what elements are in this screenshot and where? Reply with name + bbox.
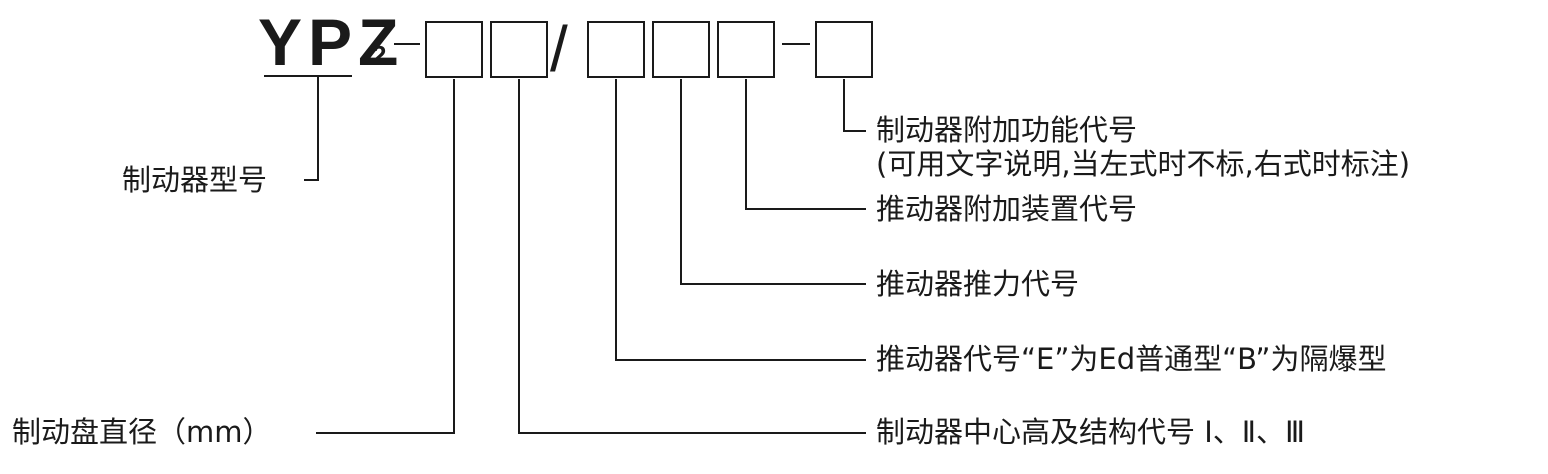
model-prefix: YPZ	[258, 5, 405, 79]
leader-pusher-type	[615, 79, 866, 361]
code-box-pusher-device	[717, 21, 775, 78]
label-pusher-device: 推动器附加装置代号	[876, 192, 1138, 226]
leader-thrust	[680, 79, 866, 285]
leader-brake-model	[304, 76, 319, 181]
leader-disc-diameter	[316, 79, 455, 434]
leader-extra-function	[843, 79, 866, 132]
model-subscript: 2	[372, 40, 387, 70]
label-center-height: 制动器中心高及结构代号 Ⅰ、Ⅱ、Ⅲ	[876, 415, 1306, 449]
label-extra-function-note: (可用文字说明,当左式时不标,右式时标注)	[876, 147, 1411, 181]
code-box-extra-function	[815, 21, 873, 78]
label-disc-diameter: 制动盘直径（mm）	[12, 415, 272, 449]
label-brake-model: 制动器型号	[122, 163, 268, 197]
model-separator: /	[550, 13, 568, 85]
code-box-center-height	[490, 21, 548, 78]
leader-pusher-device	[745, 79, 866, 210]
code-box-disc-diameter	[425, 21, 483, 78]
code-box-thrust	[652, 21, 710, 78]
code-box-pusher-type	[587, 21, 645, 78]
label-thrust-code: 推动器推力代号	[876, 267, 1080, 301]
label-extra-function: 制动器附加功能代号	[876, 113, 1138, 147]
label-pusher-code: 推动器代号“E”为Ed普通型“B”为隔爆型	[876, 342, 1387, 376]
leader-center-height	[518, 79, 866, 434]
